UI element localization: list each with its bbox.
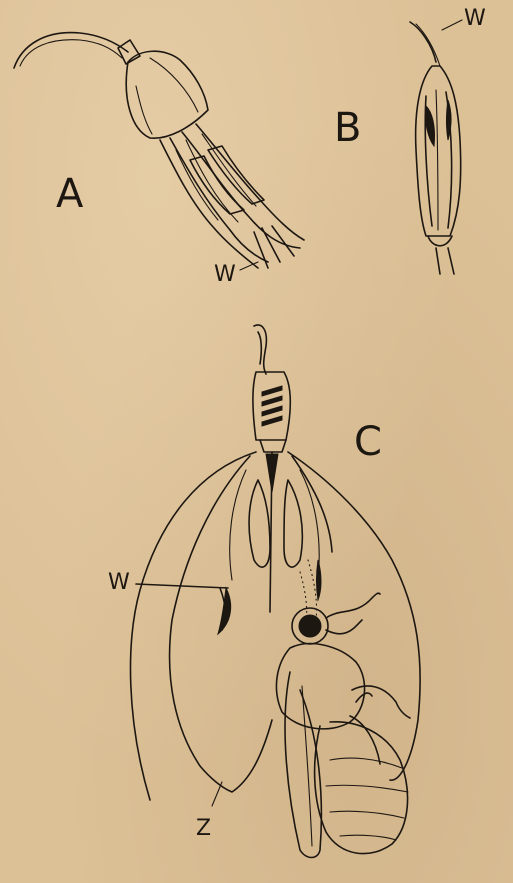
panel-c-label: C	[354, 422, 382, 462]
panel-c-marker-z: Z	[196, 818, 211, 840]
panel-b-marker-w: W	[464, 8, 486, 30]
panel-a-label: A	[56, 174, 83, 214]
panel-c-flower-insect	[131, 325, 421, 858]
panel-a-marker-w: W	[214, 264, 236, 286]
panel-b-label: B	[334, 108, 361, 148]
panel-a-flower	[14, 33, 304, 270]
panel-c-marker-w: W	[108, 572, 130, 594]
panel-b-flower	[410, 20, 462, 274]
